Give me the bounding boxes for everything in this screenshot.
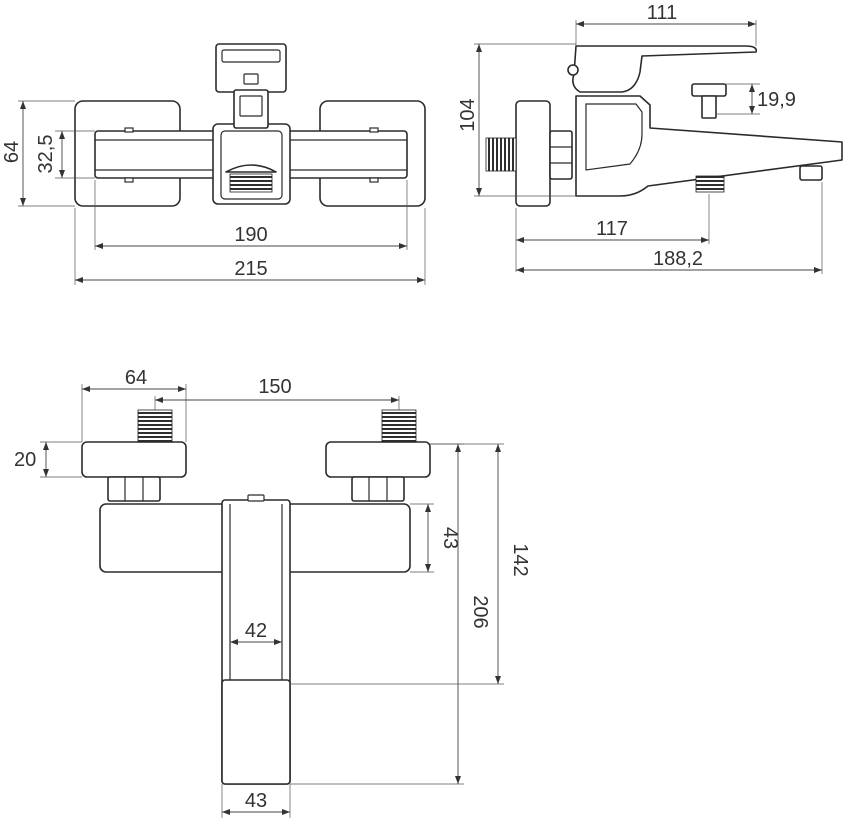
dim-top-142: 142 [509, 543, 531, 576]
dim-top-206: 206 [469, 595, 491, 628]
dim-front-215: 215 [234, 258, 267, 280]
dim-top-43-base: 43 [245, 790, 267, 812]
side-view: 111 104 19,9 117 188,2 [457, 2, 843, 274]
dim-side-188-2: 188,2 [653, 248, 703, 270]
dim-top-64: 64 [125, 367, 147, 389]
dim-top-20: 20 [14, 449, 36, 471]
front-view: 190 215 64 32,5 [1, 43, 426, 285]
dim-top-150: 150 [258, 376, 291, 398]
side-diverter-knob [691, 83, 727, 97]
dim-top-43-body: 43 [439, 527, 461, 549]
top-view: 64 150 20 43 206 142 [14, 367, 531, 818]
side-hex-nut [549, 130, 573, 180]
side-handle-lever [572, 45, 758, 93]
side-wall-flange [515, 100, 551, 207]
dim-top-42: 42 [245, 620, 267, 642]
top-left-flange [81, 441, 187, 478]
dim-side-111: 111 [647, 2, 677, 24]
dim-front-64: 64 [1, 141, 23, 163]
dim-front-190: 190 [234, 224, 267, 246]
dim-side-104: 104 [457, 98, 479, 131]
dim-side-19-9: 19,9 [757, 89, 796, 111]
dim-side-117: 117 [596, 218, 628, 240]
top-right-flange [325, 441, 431, 478]
dim-front-32-5: 32,5 [35, 135, 57, 174]
